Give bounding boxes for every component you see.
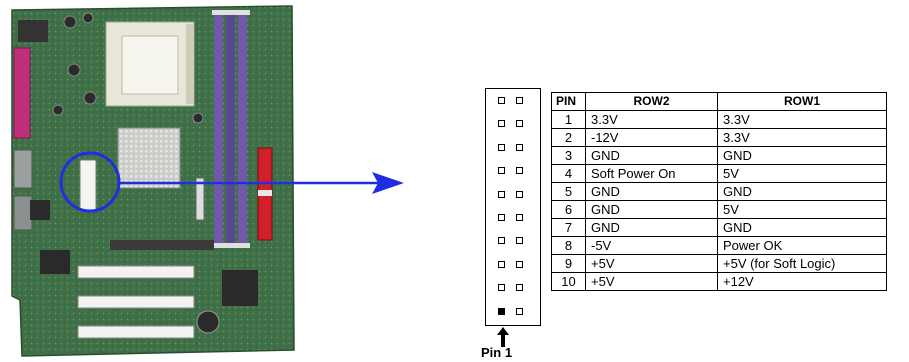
pin-number-cell: 8 xyxy=(551,236,586,255)
row2-cell: Soft Power On xyxy=(585,164,718,183)
header-pin: PIN xyxy=(551,92,586,111)
header-row1: ROW1 xyxy=(717,92,887,111)
pin-number-cell: 4 xyxy=(551,164,586,183)
connector-pin xyxy=(516,97,523,104)
connector-pin xyxy=(516,167,523,175)
pin1-label: Pin 1 xyxy=(481,345,513,360)
connector-pin xyxy=(516,214,523,221)
row1-cell: 5V xyxy=(717,164,887,183)
header-row2: ROW2 xyxy=(585,92,718,111)
pin-number-cell: 6 xyxy=(551,200,586,219)
connector-pin xyxy=(498,143,505,151)
atx-connector-diagram xyxy=(485,88,541,326)
row1-cell: +12V xyxy=(717,272,887,291)
pin-number-cell: 2 xyxy=(551,128,586,147)
row2-cell: -5V xyxy=(585,236,718,255)
up-arrow-icon xyxy=(497,327,509,347)
motherboard-image xyxy=(11,5,295,357)
row1-cell: GND xyxy=(717,218,887,237)
pin-number-cell: 9 xyxy=(551,254,586,273)
pin-number-cell: 5 xyxy=(551,182,586,201)
row2-cell: GND xyxy=(585,218,718,237)
row1-cell: +5V (for Soft Logic) xyxy=(717,254,887,273)
row2-cell: +5V xyxy=(585,272,718,291)
connector-pin xyxy=(498,167,505,175)
ram-slots xyxy=(212,10,250,248)
connector-pin xyxy=(516,143,523,151)
row2-cell: -12V xyxy=(585,128,718,147)
row1-cell: 3.3V xyxy=(717,128,887,147)
connector-pin xyxy=(516,190,523,198)
connector-pin xyxy=(498,214,505,221)
pin-number-cell: 3 xyxy=(551,146,586,165)
row2-cell: +5V xyxy=(585,254,718,273)
connector-pin xyxy=(498,190,505,198)
row1-cell: GND xyxy=(717,146,887,165)
connector-pin xyxy=(516,120,523,128)
connector-pin-1 xyxy=(498,307,505,315)
row1-cell: Power OK xyxy=(717,236,887,255)
row2-cell: 3.3V xyxy=(585,110,718,129)
connector-pin xyxy=(516,307,523,315)
connector-pin xyxy=(516,260,523,268)
row1-cell: GND xyxy=(717,182,887,201)
row1-cell: 3.3V xyxy=(717,110,887,129)
pointer-arrow xyxy=(119,172,404,194)
connector-pin xyxy=(498,284,505,292)
table-header-row: PIN ROW2 ROW1 xyxy=(551,92,887,111)
row2-cell: GND xyxy=(585,200,718,219)
pin-number-cell: 7 xyxy=(551,218,586,237)
row2-cell: GND xyxy=(585,182,718,201)
connector-pin xyxy=(516,284,523,292)
row1-cell: 5V xyxy=(717,200,887,219)
cpu-socket xyxy=(105,21,195,107)
connector-pin xyxy=(498,120,505,128)
table-row: 9+5V+5V (for Soft Logic) xyxy=(551,254,887,273)
table-row: 10+5V+12V xyxy=(551,272,887,291)
connector-pin xyxy=(516,237,523,245)
row2-cell: GND xyxy=(585,146,718,165)
connector-pin xyxy=(498,237,505,245)
pin-number-cell: 1 xyxy=(551,110,586,129)
connector-pin xyxy=(498,97,505,104)
pin-number-cell: 10 xyxy=(551,272,586,291)
connector-pin xyxy=(498,260,505,268)
